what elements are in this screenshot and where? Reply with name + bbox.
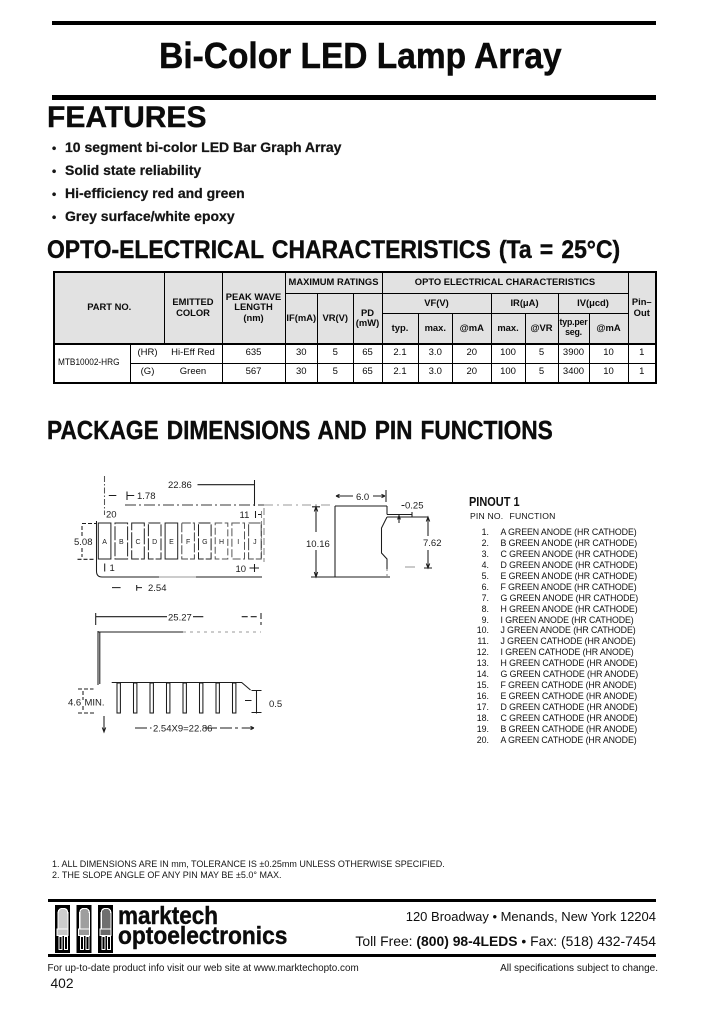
svg-text:6.0: 6.0	[356, 492, 369, 503]
svg-text:F: F	[186, 539, 190, 546]
svg-text:A: A	[102, 539, 107, 546]
svg-text:4.6: 4.6	[68, 698, 81, 709]
svg-text:20: 20	[106, 510, 117, 521]
svg-text:7.62: 7.62	[423, 538, 442, 549]
svg-text:2.54X9=22.86: 2.54X9=22.86	[153, 724, 212, 735]
svg-text:I: I	[237, 539, 239, 546]
svg-text:D: D	[152, 539, 157, 546]
svg-text:0.25: 0.25	[405, 501, 424, 512]
svg-text:C: C	[135, 539, 140, 546]
svg-text:11: 11	[240, 510, 250, 521]
svg-text:0.5: 0.5	[269, 699, 282, 710]
svg-text:G: G	[202, 539, 207, 546]
svg-text:B: B	[119, 539, 124, 546]
svg-text:MIN.: MIN.	[85, 698, 105, 709]
svg-text:1.78: 1.78	[137, 491, 156, 502]
svg-text:22.86: 22.86	[168, 480, 192, 491]
svg-text:2.54: 2.54	[148, 583, 167, 594]
svg-text:E: E	[169, 539, 174, 546]
svg-text:J: J	[253, 539, 257, 546]
svg-text:10: 10	[236, 564, 247, 575]
svg-text:5.08: 5.08	[74, 537, 93, 548]
svg-text:10.16: 10.16	[306, 539, 330, 550]
svg-text:25.27: 25.27	[168, 613, 192, 624]
svg-text:H: H	[219, 539, 224, 546]
svg-text:1: 1	[110, 563, 115, 574]
